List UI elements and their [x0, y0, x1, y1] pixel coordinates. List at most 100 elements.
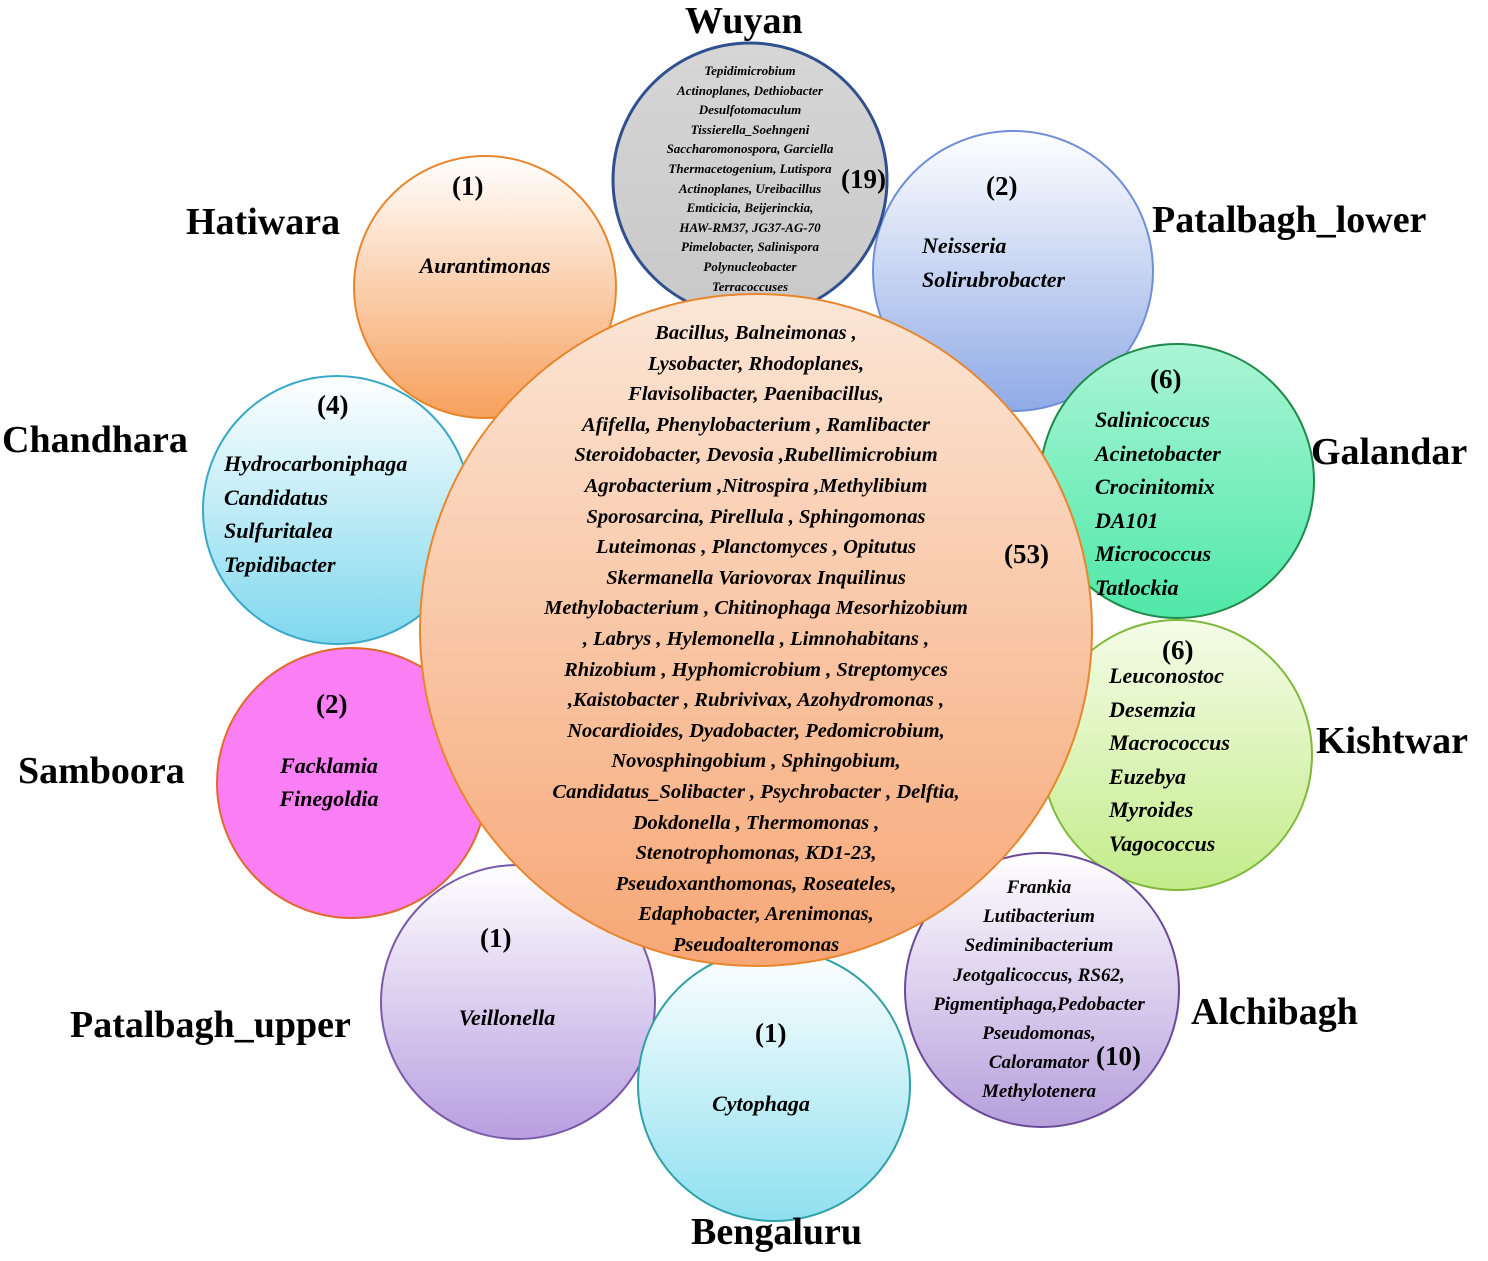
site-label-hatiwara: Hatiwara: [186, 201, 341, 243]
genus-line: Sulfuritalea: [224, 518, 333, 543]
genus-line: HAW-RM37, JG37-AG-70: [679, 219, 821, 235]
genus-line: Pigmentiphaga,Pedobacter: [933, 993, 1145, 1015]
site-label-alchibagh: Alchibagh: [1191, 991, 1358, 1033]
alchibagh-circle: [904, 852, 1180, 1128]
genus-line: Acinetobacter: [1095, 440, 1221, 466]
genus-line: , Labrys , Hylemonella , Limnohabitans ,: [582, 627, 930, 650]
genus-line: Hydrocarboniphaga: [224, 451, 408, 476]
genera-list-hatiwara: Aurantimonas: [385, 252, 585, 280]
count-chandhara: (4): [317, 390, 349, 420]
genus-line: Flavisolibacter, Paenibacillus,: [628, 383, 884, 406]
site-label-kishtwar: Kishtwar: [1316, 720, 1468, 762]
genus-line: Methylotenera: [982, 1081, 1096, 1103]
count-patalbagh-lower: (2): [986, 171, 1018, 201]
genus-line: Novosphingobium , Sphingobium,: [611, 750, 901, 773]
genus-line: Solirubrobacter: [922, 267, 1066, 292]
genus-line: Aurantimonas: [419, 253, 551, 278]
genus-line: Lutibacterium: [983, 906, 1095, 928]
genus-line: Desulfotomaculum: [698, 102, 802, 118]
genus-line: Desemzia: [1109, 696, 1196, 722]
genus-line: Thermacetogenium, Lutispora: [668, 160, 832, 176]
site-label-galandar: Galandar: [1311, 431, 1468, 473]
genus-line: Afifella, Phenylobacterium , Ramlibacter: [582, 413, 930, 436]
genera-list-bengaluru: Cytophaga: [661, 1090, 861, 1118]
site-label-patalbagh-lower: Patalbagh_lower: [1152, 199, 1427, 241]
patalbagh-lower-circle: [872, 130, 1154, 412]
genus-line: Euzebya: [1109, 763, 1186, 789]
count-galandar: (6): [1150, 364, 1182, 394]
genus-line: Bacillus, Balneimonas ,: [655, 322, 857, 344]
genus-line: Terracoccuses: [711, 278, 789, 294]
genus-line: Veillonella: [458, 1005, 556, 1030]
core-circle: [419, 293, 1093, 967]
genus-line: Polynucleobacter: [703, 258, 797, 274]
site-label-wuyan: Wuyan: [685, 0, 803, 42]
hatiwara-circle: [353, 155, 617, 419]
genus-line: Saccharomonospora, Garciella: [666, 141, 834, 157]
genus-line: Steroidobacter, Devosia ,Rubellimicrobiu…: [574, 444, 938, 467]
genus-line: Actinoplanes, Ureibacillus: [678, 180, 822, 196]
genus-line: Nocardioides, Dyadobacter, Pedomicrobium…: [567, 719, 945, 742]
genus-line: Tepidibacter: [224, 551, 336, 577]
genus-line: Leuconostoc: [1109, 663, 1224, 688]
genus-line: Micrococcus: [1095, 541, 1212, 566]
genus-line: Sediminibacterium: [964, 935, 1114, 957]
genus-line: Tissierella_Soehngeni: [690, 121, 810, 137]
genus-line: Emticicia, Beijerinckia,: [686, 200, 814, 216]
genus-line: Luteimonas , Planctomyces , Opitutus: [595, 536, 917, 559]
genus-line: Frankia: [1006, 877, 1072, 898]
genera-list-core: Bacillus, Balneimonas , Lysobacter, Rhodo…: [456, 318, 1056, 960]
genus-line: Myroides: [1109, 797, 1194, 822]
genus-line: Dokdonella , Thermomonas ,: [632, 811, 880, 834]
genus-line: Candidatus_Solibacter , Psychrobacter , …: [552, 780, 960, 803]
genus-line: Tepidimicrobium: [704, 63, 796, 78]
count-bengaluru: (1): [755, 1018, 787, 1048]
count-core: (53): [1004, 539, 1049, 569]
genus-line: Vagococcus: [1109, 830, 1216, 856]
genus-line: Pimelobacter, Salinispora: [681, 239, 819, 255]
genus-line: Lysobacter, Rhodoplanes,: [647, 352, 865, 375]
genus-line: Jeotgalicoccus, RS62,: [953, 964, 1125, 986]
bengaluru-circle: [637, 948, 911, 1222]
genus-line: Skermanella Variovorax Inquilinus: [606, 566, 906, 589]
genus-line: Stenotrophomonas, KD1-23,: [635, 842, 877, 865]
genus-line: DA101: [1095, 507, 1159, 533]
genus-line: Finegoldia: [279, 786, 379, 811]
genus-line: Crocinitomix: [1095, 474, 1215, 499]
genus-line: Macrococcus: [1109, 730, 1230, 755]
count-alchibagh: (10): [1096, 1041, 1141, 1071]
genus-line: Pseudomonas,: [982, 1023, 1096, 1045]
site-label-bengaluru: Bengaluru: [691, 1211, 863, 1253]
site-label-patalbagh-upper: Patalbagh_upper: [70, 1004, 351, 1046]
count-patalbagh-upper: (1): [480, 923, 512, 953]
genus-line: Neisseria: [922, 233, 1007, 258]
genus-line: Salinicoccus: [1095, 407, 1210, 432]
count-hatiwara: (1): [452, 171, 484, 201]
genus-line: Cytophaga: [712, 1091, 810, 1116]
genus-line: Actinoplanes, Dethiobacter: [677, 82, 823, 98]
genus-line: Rhizobium , Hyphomicrobium , Streptomyce…: [564, 658, 948, 681]
genus-line: Agrobacterium ,Nitrospira ,Methylibium: [584, 474, 928, 497]
genus-line: Caloramator: [988, 1052, 1090, 1074]
genus-line: Candidatus: [224, 484, 328, 510]
site-label-samboora: Samboora: [18, 750, 185, 792]
count-wuyan: (19): [841, 164, 886, 194]
genus-line: Pseudoalteromonas: [672, 933, 840, 956]
genus-line: Methylobacterium , Chitinophaga Mesorhiz…: [544, 597, 968, 620]
count-samboora: (2): [316, 689, 348, 719]
genera-list-patalbagh-upper: Veillonella: [407, 1004, 607, 1032]
site-label-chandhara: Chandhara: [2, 419, 188, 461]
genus-line: Pseudoxanthomonas, Roseateles,: [615, 872, 897, 895]
genus-line: Sporosarcina, Pirellula , Sphingomonas: [586, 505, 926, 528]
genus-line: Facklamia: [280, 753, 378, 778]
genus-line: ,Kaistobacter , Rubrivivax, Azohydromona…: [567, 689, 945, 712]
